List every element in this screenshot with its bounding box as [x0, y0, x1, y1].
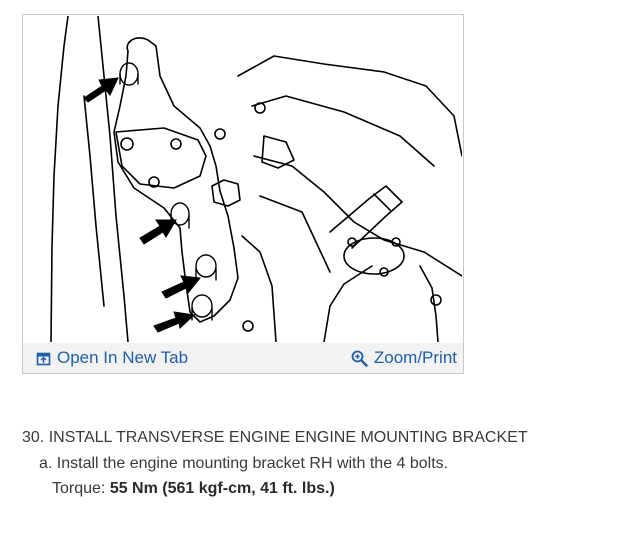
- magnifier-icon: [351, 350, 368, 367]
- engine-bracket-illustration[interactable]: [24, 16, 462, 342]
- procedure-step: 30. INSTALL TRANSVERSE ENGINE ENGINE MOU…: [22, 427, 622, 500]
- torque-spec: Torque: 55 Nm (561 kgf-cm, 41 ft. lbs.): [52, 478, 622, 500]
- zoom-print-label: Zoom/Print: [373, 348, 457, 367]
- torque-value: 55 Nm (561 kgf-cm, 41 ft. lbs.): [109, 480, 335, 497]
- figure-toolbar: Open In New Tab Zoom/Print: [23, 343, 463, 373]
- torque-label: Torque:: [52, 480, 110, 497]
- illustration-card: Open In New Tab Zoom/Print: [22, 14, 464, 374]
- step-instruction: a. Install the engine mounting bracket R…: [39, 455, 449, 472]
- open-in-new-tab-icon: [36, 351, 51, 366]
- open-in-new-tab-link[interactable]: Open In New Tab: [36, 347, 188, 369]
- step-title: 30. INSTALL TRANSVERSE ENGINE ENGINE MOU…: [22, 429, 528, 446]
- open-in-new-tab-label: Open In New Tab: [57, 348, 189, 367]
- zoom-print-link[interactable]: Zoom/Print: [351, 347, 457, 369]
- engine-bracket-drawing: [50, 16, 462, 342]
